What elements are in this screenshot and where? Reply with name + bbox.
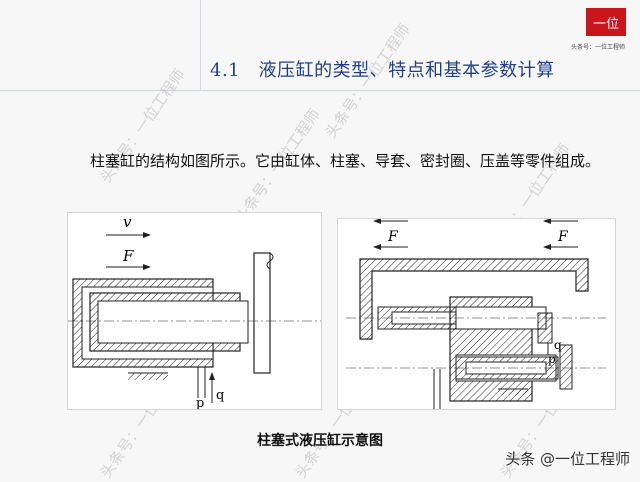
force-right-label: F xyxy=(557,229,569,245)
velocity-label: v xyxy=(123,213,132,231)
source-watermark: 头条 @一位工程师 xyxy=(505,450,630,468)
left-diagram-drawing: v F p q xyxy=(68,213,321,409)
slide-title: 4.1 液压缸的类型、特点和基本参数计算 xyxy=(210,60,555,81)
body-paragraph: 柱塞缸的结构如图所示。它由缸体、柱塞、导套、密封圈、压盖等零件组成。 xyxy=(60,150,620,172)
logo-subtitle: 头条号：一位工程师 xyxy=(570,44,625,51)
pressure-label: p xyxy=(548,352,556,366)
ground-support xyxy=(498,389,528,395)
figure-caption: 柱塞式液压缸示意图 xyxy=(257,433,383,449)
plunger-core xyxy=(97,300,249,344)
ground-support xyxy=(128,373,168,380)
force-left-label: F xyxy=(387,229,399,245)
header-divider xyxy=(200,0,201,90)
right-guide xyxy=(559,344,573,390)
break-line xyxy=(266,252,274,270)
flow-label: q xyxy=(554,338,562,352)
logo-mark: 一位 xyxy=(586,8,626,36)
right-seal xyxy=(537,312,553,344)
plunger-cylinder-diagram-left: v F p q xyxy=(67,212,322,410)
header-rule xyxy=(0,90,640,91)
wall xyxy=(253,252,271,374)
velocity-left-label: v xyxy=(390,219,398,221)
right-diagram-drawing: v F v F xyxy=(346,219,606,409)
yoke-frame xyxy=(359,258,589,340)
force-label: F xyxy=(122,247,134,265)
velocity-right-label: v xyxy=(560,219,568,221)
flow-label: q xyxy=(216,388,224,403)
body-text: 柱塞缸的结构如图所示。它由缸体、柱塞、导套、密封圈、压盖等零件组成。 xyxy=(90,152,601,170)
pressure-label: p xyxy=(196,396,204,409)
plunger-cylinder-diagram-right: v F v F xyxy=(337,218,616,410)
